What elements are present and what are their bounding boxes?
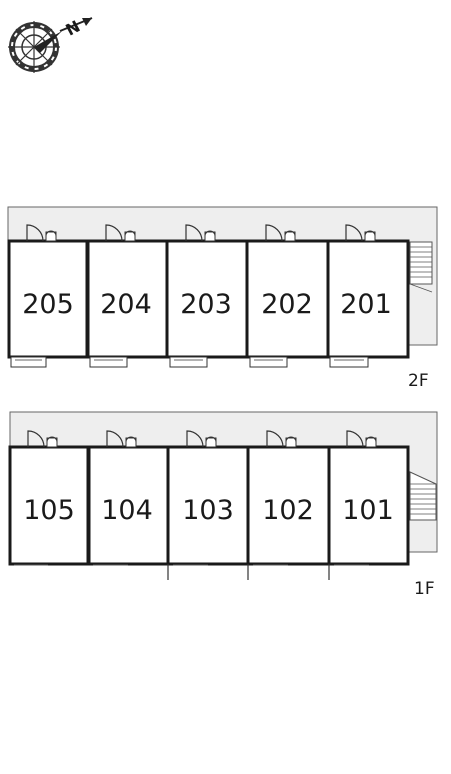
floor-label-2f: 2F (408, 371, 429, 391)
unit-number: 204 (100, 289, 152, 320)
door-icon (185, 224, 203, 242)
stair-1f (409, 471, 437, 521)
balcony (89, 356, 128, 368)
unit-103[interactable]: 103 (166, 430, 250, 566)
unit-number: 103 (182, 495, 234, 526)
unit-number: 203 (180, 289, 232, 320)
balcony (249, 356, 288, 368)
door-icon (106, 430, 124, 448)
unit-number: 202 (261, 289, 313, 320)
unit-104[interactable]: 104 (87, 430, 170, 566)
unit-202[interactable]: 202 (245, 224, 330, 368)
unit-201[interactable]: 201 (326, 224, 410, 368)
unit-105[interactable]: 105 (8, 430, 90, 566)
unit-203[interactable]: 203 (165, 224, 249, 368)
balcony (169, 356, 208, 368)
door-icon (345, 224, 363, 242)
compass-north-label: N (62, 17, 83, 40)
door-icon (27, 430, 45, 448)
floor-2f: 205 204 203 202 (7, 206, 438, 391)
unit-102[interactable]: 102 (246, 430, 331, 566)
door-icon (26, 224, 44, 242)
floor-label-1f: 1F (414, 579, 435, 599)
balcony (329, 356, 369, 368)
door-icon (105, 224, 123, 242)
unit-205[interactable]: 205 (7, 224, 89, 368)
unit-101[interactable]: 101 (327, 430, 410, 566)
unit-number: 205 (22, 289, 74, 320)
balcony (10, 356, 47, 368)
door-icon (266, 430, 284, 448)
door-icon (186, 430, 204, 448)
unit-number: 102 (262, 495, 314, 526)
compass-rose-icon (8, 17, 93, 73)
door-icon (265, 224, 283, 242)
unit-number: 101 (342, 495, 394, 526)
floor-1f: 105 104 103 102 (8, 411, 438, 599)
unit-204[interactable]: 204 (86, 224, 169, 368)
door-icon (346, 430, 364, 448)
unit-number: 105 (23, 495, 75, 526)
unit-number: 201 (340, 289, 392, 320)
stair-2f (409, 241, 433, 293)
unit-number: 104 (101, 495, 153, 526)
